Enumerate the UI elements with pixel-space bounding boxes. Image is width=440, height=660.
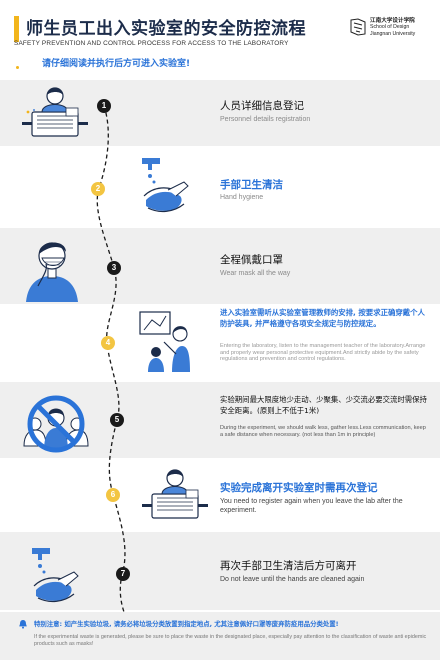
- step-5-text: 实验期间最大限度地少走动、少聚集、少交流必要交流时需保持安全距离。(原则上不低于…: [220, 395, 427, 415]
- step-7-band: [0, 532, 440, 610]
- footer-text: 特别注意: 如产生实验垃圾, 请务必将垃圾分类放置到指定地点, 尤其注意佩好口罩…: [34, 620, 339, 628]
- mask-wearing-illustration: [26, 242, 78, 302]
- step-7-title: 再次手部卫生清洁后方可离开: [220, 560, 357, 572]
- bell-icon: [19, 620, 27, 629]
- school-logo-text: 江南大学设计学院 School of Design Jiangnan Unive…: [370, 18, 415, 37]
- step-6-title: 实验完成离开实验室时需再次登记: [220, 482, 378, 494]
- decorative-dot: [16, 66, 19, 69]
- school-logo: 江南大学设计学院 School of Design Jiangnan Unive…: [350, 18, 430, 48]
- exit-registration-illustration: [142, 469, 208, 519]
- footer-notice: 特别注意: 如产生实验垃圾, 请务必将垃圾分类放置到指定地点, 尤其注意佩好口罩…: [0, 612, 440, 660]
- step-3-number: 3: [107, 261, 121, 275]
- header: 师生员工出入实验室的安全防控流程 SAFETY PREVENTION AND C…: [0, 0, 440, 80]
- step-7-subtitle: Do not leave until the hands are cleaned…: [220, 576, 365, 583]
- final-hand-washing-illustration: [32, 548, 79, 603]
- step-6-subtitle: You need to register again when you leav…: [220, 498, 403, 514]
- reading-notice: 请仔细阅读并执行后方可进入实验室!: [42, 59, 191, 69]
- step-4-number: 4: [101, 336, 115, 350]
- lab-teacher-illustration: [139, 311, 190, 372]
- step-2-subtitle: Hand hygiene: [220, 194, 264, 201]
- step-4-text-english: Entering the laboratory, listen to the m…: [220, 343, 426, 363]
- step-3-subtitle: Wear mask all the way: [220, 270, 291, 277]
- step-2-number: 2: [91, 182, 105, 196]
- no-gathering-illustration: [23, 395, 89, 453]
- registration-illustration: [22, 87, 88, 137]
- step-5-number: 5: [110, 413, 124, 427]
- page-title-english: SAFETY PREVENTION AND CONTROL PROCESS FO…: [14, 40, 289, 47]
- step-3-title: 全程佩戴口罩: [220, 254, 283, 266]
- step-7-number: 7: [116, 567, 130, 581]
- step-1-subtitle: Personnel details registration: [220, 116, 311, 123]
- step-2-title: 手部卫生清洁: [220, 179, 283, 191]
- title-accent-bar: [14, 16, 19, 42]
- school-name-zh: 江南大学设计学院: [370, 18, 415, 24]
- school-name-en-line1: School of Design: [370, 24, 410, 31]
- footer-text-english: If the experimental waste is generated, …: [34, 634, 427, 648]
- step-1-title: 人员详细信息登记: [220, 100, 304, 112]
- school-logo-icon: [350, 18, 366, 36]
- page-title: 师生员工出入实验室的安全防控流程: [26, 19, 306, 39]
- hand-washing-illustration: [142, 158, 189, 213]
- step-1-number: 1: [97, 99, 111, 113]
- step-5-text-english: During the experiment, we should walk le…: [220, 425, 426, 438]
- step-6-number: 6: [106, 488, 120, 502]
- school-name-en-line2: Jiangnan University: [370, 30, 416, 37]
- step-4-text: 进入实验室需听从实验室管理教师的安排, 按要求正确穿戴个人防护装具, 并严格遵守…: [220, 308, 425, 328]
